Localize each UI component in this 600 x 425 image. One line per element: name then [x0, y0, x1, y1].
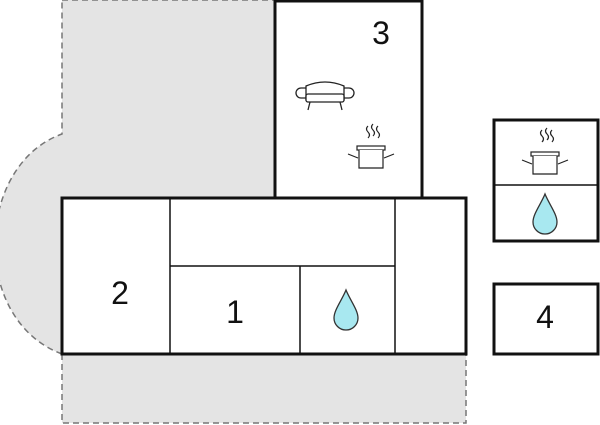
- room-3: [273, 0, 424, 200]
- cooking-pot-icon: [521, 127, 569, 175]
- cooking-pot-icon: [347, 123, 395, 169]
- room-label-4: 4: [536, 299, 554, 335]
- water-drop-icon: [333, 288, 359, 331]
- sofa-icon: [295, 81, 355, 111]
- room-label-3: 3: [372, 15, 390, 51]
- room-4: [492, 282, 600, 356]
- main-block: [60, 196, 468, 356]
- room-label-1: 1: [226, 294, 244, 330]
- main-building: [60, 0, 468, 356]
- water-drop-icon: [532, 192, 558, 235]
- room-label-2: 2: [111, 275, 129, 311]
- terrace-bottom: [61, 353, 467, 424]
